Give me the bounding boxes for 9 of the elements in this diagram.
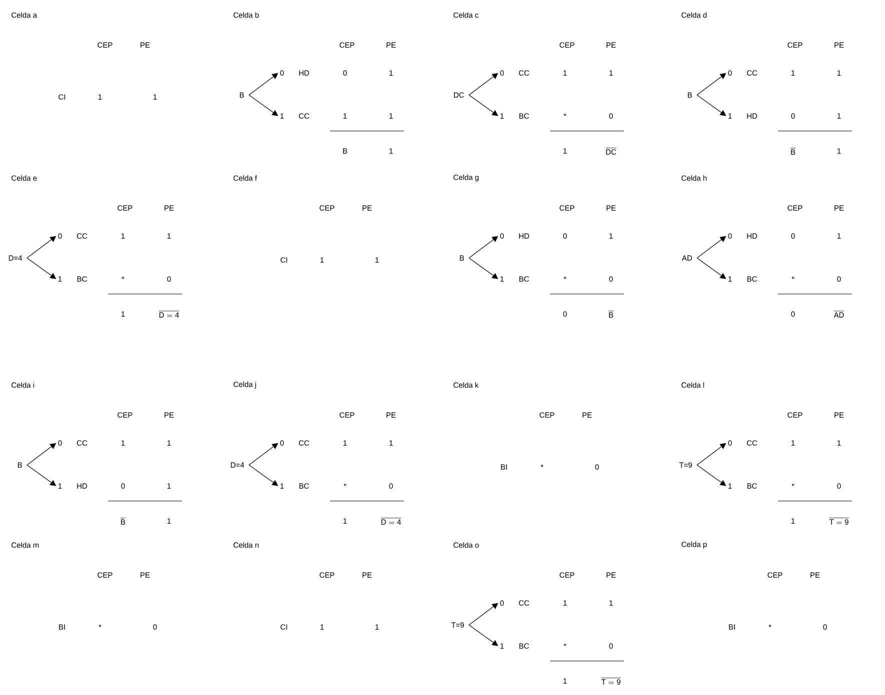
result-value: $\overline{\mathrm{B}}$ [608,311,614,318]
result-value: $\overline{\mathrm{D=4}}$ [158,311,180,318]
result-value: $\overline{\mathrm{AD}}$ [834,311,844,318]
result-value: $\overline{\mathrm{D=4}}$ [380,518,402,525]
result-value: $\overline{\mathrm{T=9}}$ [601,678,621,685]
result-value: $\overline{\mathrm{B}}$ [120,518,126,525]
result-value: $\overline{\mathrm{T=9}}$ [829,518,849,525]
result-value: $\overline{\mathrm{B}}$ [790,148,796,155]
result-value: $\overline{\mathrm{DC}}$ [606,148,616,155]
